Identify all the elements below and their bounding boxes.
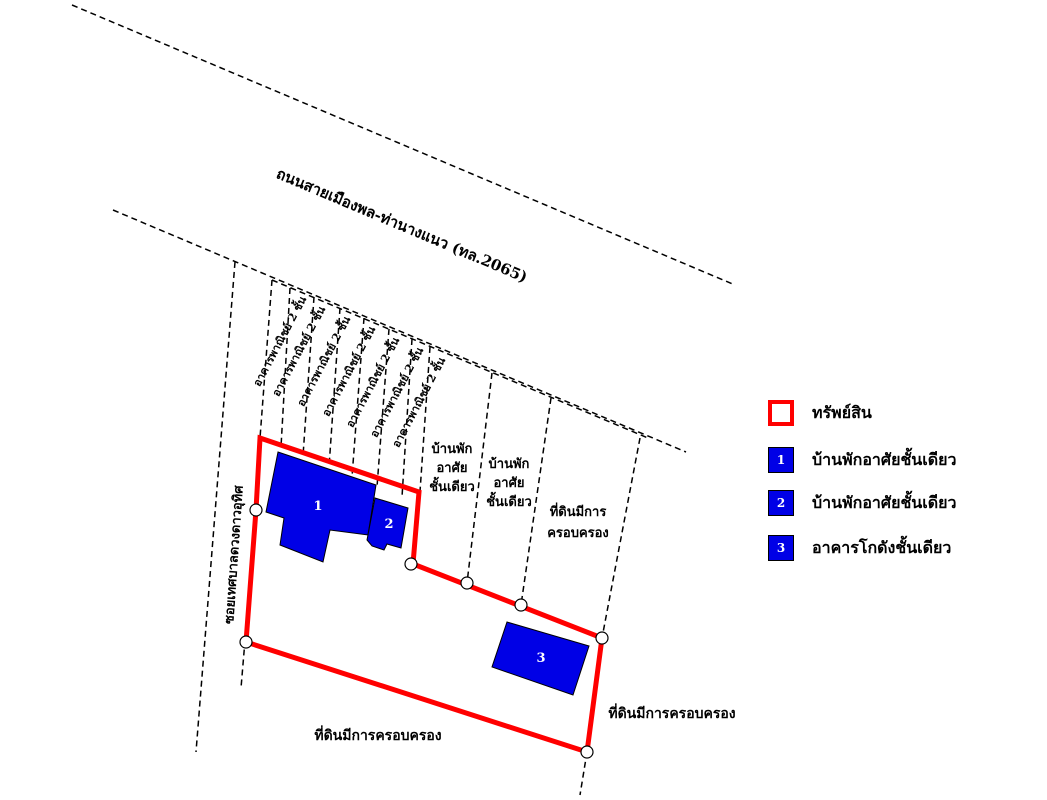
house-b-label-line: ชั้นเดียว xyxy=(486,491,532,510)
legend-item-building-3: 3 อาคารโกดังชั้นเดียว xyxy=(768,533,1008,563)
property-boundary xyxy=(243,434,605,756)
legend-label: บ้านพักอาศัยชั้นเดียว xyxy=(812,449,957,469)
plot-divider xyxy=(401,338,413,498)
legend-number: 1 xyxy=(776,453,786,467)
plot-divider xyxy=(328,307,341,468)
survey-pins xyxy=(239,503,609,759)
plot-divider-east-extension xyxy=(579,751,588,796)
survey-pin xyxy=(595,631,609,645)
legend-number: 2 xyxy=(776,496,786,510)
plot-divider xyxy=(302,296,315,457)
house-b-label-line: อาศัย xyxy=(494,476,525,491)
adjacent-plot-label: อาคารพาณิชย์ 2 ชั้น xyxy=(342,334,402,430)
occupied-land-east-label: ที่ดินมีการครอบครอง xyxy=(608,703,735,722)
plot-divider xyxy=(601,437,641,639)
legend-label: บ้านพักอาศัยชั้นเดียว xyxy=(812,492,957,512)
building-3-swatch: 3 xyxy=(768,535,794,561)
plot-divider xyxy=(280,287,291,448)
occupied-land-south-label: ที่ดินมีการครอบครอง xyxy=(314,725,441,744)
survey-pin xyxy=(404,557,418,571)
building-1-swatch: 1 xyxy=(768,447,794,473)
legend-label: อาคารโกดังชั้นเดียว xyxy=(812,537,952,557)
survey-pin xyxy=(460,576,474,590)
alley-label: ซอยเทศบาลดวงดาวอุทิศ xyxy=(222,484,247,624)
survey-pin xyxy=(580,745,594,759)
building-3 xyxy=(491,621,590,696)
plot-divider xyxy=(466,372,493,584)
house-a-label-line: ชั้นเดียว xyxy=(429,476,475,495)
road-edge-south xyxy=(112,209,687,453)
occupied-land-north-line: ที่ดินมีการ xyxy=(550,502,607,520)
house-a-label-line: อาศัย xyxy=(437,461,468,476)
survey-pin xyxy=(249,503,263,517)
plot-divider xyxy=(351,317,365,478)
building-3-number: 3 xyxy=(536,651,545,666)
building-2 xyxy=(366,497,409,551)
legend-label: ทรัพย์สิน xyxy=(812,402,872,422)
building-2-swatch: 2 xyxy=(768,490,794,516)
occupied-land-north-label: ที่ดินมีการ ครอบครอง xyxy=(547,502,609,541)
adjacent-plot-label: อาคารพาณิชย์ 2 ชั้น xyxy=(318,323,378,419)
occupied-land-north-line: ครอบครอง xyxy=(547,526,609,541)
legend-number: 3 xyxy=(776,541,786,555)
adjacent-plot-label: อาคารพาณิชย์ 2 ชั้น xyxy=(293,313,353,409)
plot-divider xyxy=(376,328,390,488)
plot-divider xyxy=(259,279,273,439)
house-a-label: บ้านพัก อาศัย ชั้นเดียว xyxy=(429,441,475,495)
plot-divider xyxy=(520,397,552,606)
house-b-label-line: บ้านพัก xyxy=(489,456,530,472)
property-swatch xyxy=(768,400,794,426)
legend-item-property: ทรัพย์สิน xyxy=(768,398,1008,428)
house-a-label-line: บ้านพัก xyxy=(432,441,473,457)
survey-pin xyxy=(514,598,528,612)
alley-edge-outer xyxy=(195,261,236,753)
building-2-number: 2 xyxy=(384,517,393,532)
survey-pin xyxy=(239,635,253,649)
road-edge-north xyxy=(71,4,736,286)
plot-divider xyxy=(418,346,431,507)
legend-item-building-2: 2 บ้านพักอาศัยชั้นเดียว xyxy=(768,488,1008,518)
legend-item-building-1: 1 บ้านพักอาศัยชั้นเดียว xyxy=(768,445,1008,475)
plot-frontage-line xyxy=(271,279,649,439)
house-b-label: บ้านพัก อาศัย ชั้นเดียว xyxy=(486,456,532,510)
building-1 xyxy=(265,451,377,563)
building-1-number: 1 xyxy=(313,499,322,514)
